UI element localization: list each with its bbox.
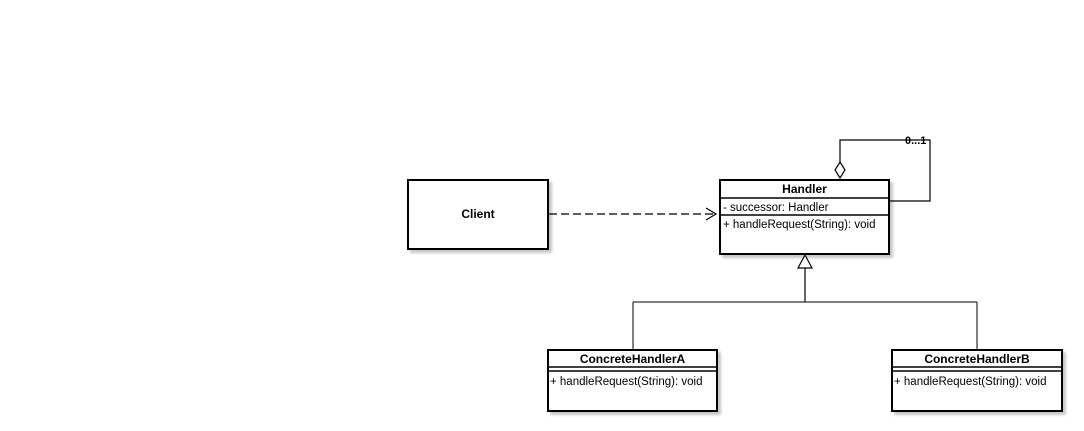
handler-attribute: - successor: Handler (723, 202, 829, 214)
handler-box[interactable] (719, 179, 890, 255)
client-label: Client (461, 207, 494, 221)
client-class[interactable]: Client (407, 179, 549, 250)
handler-title: Handler (782, 182, 827, 196)
handler-class[interactable]: Handler - successor: Handler + handleReq… (719, 179, 890, 255)
concrete-handler-b-title: ConcreteHandlerB (924, 352, 1030, 366)
concrete-handler-a-class[interactable]: ConcreteHandlerA + handleRequest(String)… (547, 349, 718, 412)
concrete-handler-b-box[interactable] (891, 349, 1063, 412)
aggregation-diamond (834, 160, 846, 180)
dependency-connector[interactable] (549, 207, 718, 221)
generalization-connector[interactable] (632, 253, 978, 350)
handler-method: + handleRequest(String): void (723, 219, 875, 231)
dependency-arrowhead (705, 207, 718, 221)
generalization-arrowhead (796, 253, 814, 269)
concrete-handler-b-class[interactable]: ConcreteHandlerB + handleRequest(String)… (891, 349, 1063, 412)
aggregation-multiplicity: 0...1 (905, 135, 926, 147)
aggregation-line[interactable] (839, 139, 931, 202)
concrete-handler-a-box[interactable] (547, 349, 718, 412)
concrete-handler-b-method: + handleRequest(String): void (894, 376, 1046, 388)
aggregation-connector[interactable]: 0...1 (834, 135, 931, 202)
concrete-handler-a-title: ConcreteHandlerA (580, 352, 686, 366)
client-box[interactable] (407, 179, 549, 250)
concrete-handler-a-method: + handleRequest(String): void (550, 376, 702, 388)
